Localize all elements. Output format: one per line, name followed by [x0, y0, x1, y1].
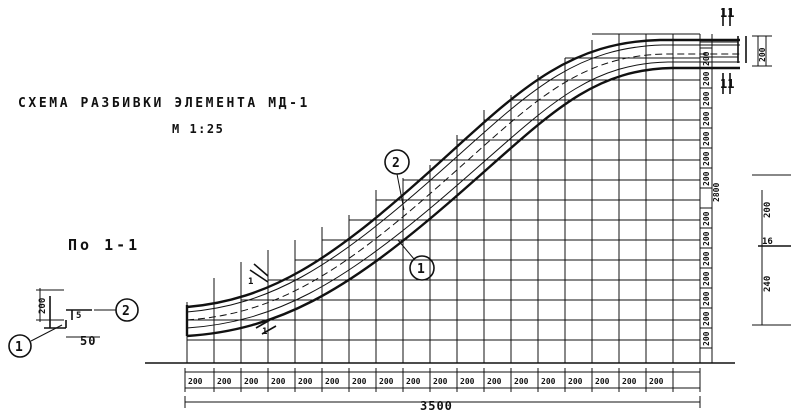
cut-mark-lower-left-2: 1	[255, 319, 277, 337]
svg-text:200: 200	[244, 377, 259, 386]
svg-text:5: 5	[76, 311, 81, 321]
svg-text:200: 200	[433, 377, 448, 386]
svg-text:200: 200	[188, 377, 203, 386]
svg-text:200: 200	[379, 377, 394, 386]
svg-text:200: 200	[702, 271, 711, 286]
svg-text:200: 200	[352, 377, 367, 386]
svg-text:200: 200	[702, 251, 711, 266]
svg-text:200: 200	[702, 311, 711, 326]
svg-text:200: 200	[406, 377, 421, 386]
svg-text:200: 200	[217, 377, 232, 386]
svg-text:1: 1	[417, 262, 425, 277]
svg-text:200: 200	[702, 131, 711, 146]
svg-text:200: 200	[541, 377, 556, 386]
svg-text:200: 200	[649, 377, 664, 386]
section-1-1-detail: По 1-1 200 5 50 2 1	[8, 236, 140, 358]
svg-text:200: 200	[702, 111, 711, 126]
svg-text:200: 200	[622, 377, 637, 386]
svg-text:200: 200	[325, 377, 340, 386]
svg-text:200: 200	[702, 51, 711, 66]
cut-mark-bottom: 11	[720, 73, 734, 94]
svg-text:200: 200	[702, 211, 711, 226]
right-detail-fragment: 200 240 16	[752, 174, 791, 326]
svg-text:200: 200	[758, 47, 767, 62]
cut-mark-lower-left: 1	[248, 263, 269, 287]
cut-mark-top: 11	[720, 6, 734, 26]
total-length-dimension: 3500	[184, 396, 701, 413]
right-dimension-ladder: 200 200 200 200 200 200 200 200 200 200 …	[699, 34, 713, 363]
svg-text:200: 200	[487, 377, 502, 386]
svg-text:200: 200	[702, 291, 711, 306]
svg-text:2: 2	[122, 304, 130, 319]
drawing-scale: М 1:25	[172, 122, 224, 136]
svg-text:50: 50	[80, 334, 96, 348]
svg-text:200: 200	[595, 377, 610, 386]
section-label: По 1-1	[68, 236, 140, 254]
svg-text:200: 200	[38, 298, 48, 314]
svg-text:1: 1	[15, 340, 23, 355]
svg-text:2: 2	[392, 156, 400, 171]
svg-text:200: 200	[702, 91, 711, 106]
end-height-dimension: 200	[752, 35, 772, 67]
svg-text:2800: 2800	[712, 183, 721, 202]
svg-text:200: 200	[514, 377, 529, 386]
drawing-title: СХЕМА РАЗБИВКИ ЭЛЕМЕНТА МД-1	[18, 96, 310, 111]
svg-text:16: 16	[762, 237, 773, 247]
svg-text:1: 1	[248, 277, 253, 287]
layout-grid	[186, 33, 701, 363]
callout-1: 1	[397, 239, 435, 281]
svg-text:1: 1	[262, 327, 267, 337]
svg-text:200: 200	[763, 202, 773, 218]
svg-text:11: 11	[720, 77, 734, 91]
svg-text:200: 200	[702, 331, 711, 346]
callout-2: 2	[384, 149, 410, 211]
svg-text:240: 240	[763, 276, 773, 292]
total-height-dimension: 2800	[712, 183, 721, 202]
svg-text:200: 200	[568, 377, 583, 386]
bottom-dimension-strip: 200 200 200 200 200 200 200 200 200 200 …	[184, 368, 701, 392]
svg-text:3500: 3500	[420, 399, 453, 413]
svg-text:11: 11	[720, 6, 734, 20]
svg-text:200: 200	[702, 231, 711, 246]
svg-text:200: 200	[298, 377, 313, 386]
svg-text:200: 200	[702, 151, 711, 166]
curved-rail-element	[185, 36, 747, 338]
svg-text:200: 200	[702, 71, 711, 86]
svg-text:200: 200	[702, 171, 711, 186]
svg-text:200: 200	[460, 377, 475, 386]
svg-text:200: 200	[271, 377, 286, 386]
